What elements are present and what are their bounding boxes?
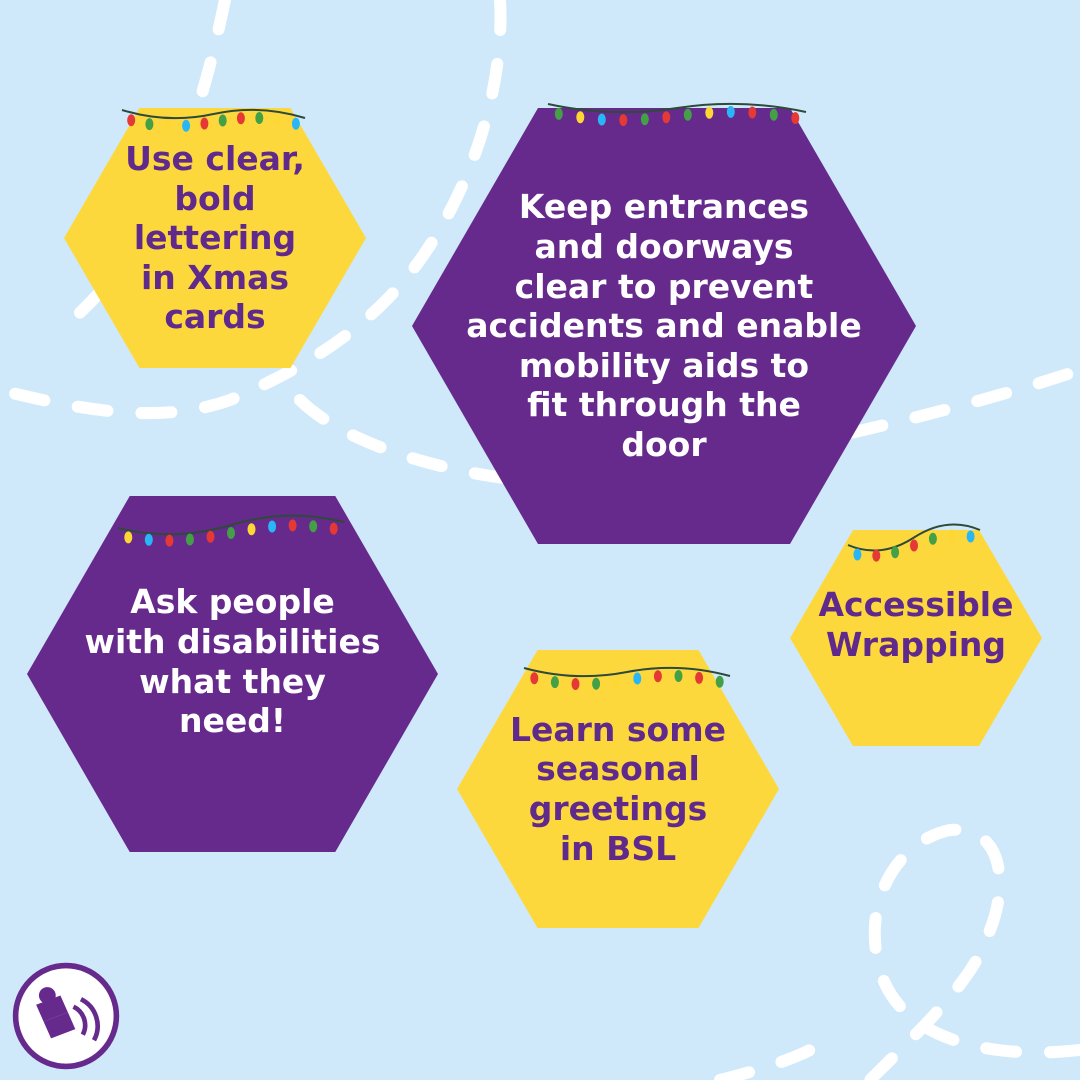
tip-hexagon-bsl-greetings: Learn some seasonal greetings in BSL [457, 650, 779, 928]
tip-text: Learn some seasonal greetings in BSL [509, 709, 726, 868]
tip-text: Ask people with disabilities what they n… [84, 582, 381, 741]
tip-hexagon-accessible-wrapping: Accessible Wrapping [790, 530, 1042, 746]
bee-sound-logo-icon [12, 962, 120, 1070]
tip-text: Accessible Wrapping [818, 585, 1014, 664]
tip-hexagon-clear-lettering: Use clear, bold lettering in Xmas cards [64, 108, 366, 368]
tip-text: Keep entrances and doorways clear to pre… [466, 187, 862, 464]
tip-text: Use clear, bold lettering in Xmas cards [125, 139, 305, 337]
